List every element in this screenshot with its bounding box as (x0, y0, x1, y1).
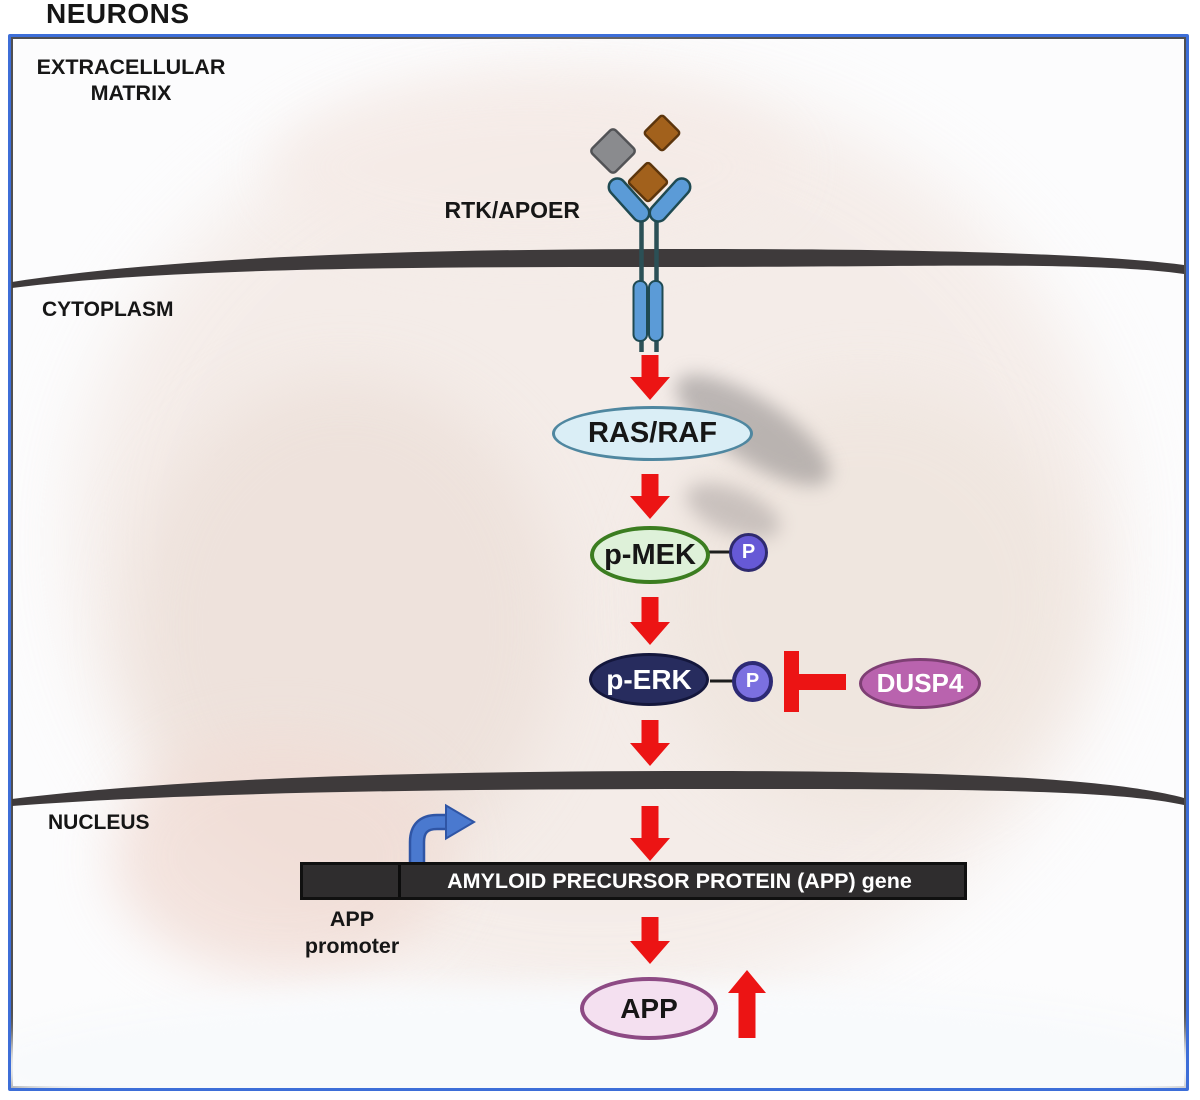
receptor-label: RTK/APOER (444, 197, 580, 223)
brain-watermark (131, 377, 561, 877)
app-promoter-label: APP promoter (286, 906, 418, 960)
nucleus-label: NUCLEUS (48, 811, 150, 834)
phosphate-badge-mek: P (729, 533, 768, 572)
brain-watermark (271, 77, 791, 257)
page-title: NEURONS (46, 0, 190, 29)
node-app: APP (580, 977, 718, 1040)
extracellular-line2: MATRIX (90, 81, 172, 106)
cytoplasm-label: CYTOPLASM (42, 298, 174, 321)
app-promoter-line1: APP (329, 907, 375, 931)
app-gene-bar: AMYLOID PRECURSOR PROTEIN (APP) gene (300, 862, 967, 900)
app-promoter-line2: promoter (304, 933, 400, 958)
node-p-mek: p-MEK (590, 526, 710, 584)
phosphate-badge-erk: P (732, 661, 773, 702)
extracellular-line1: EXTRACELLULAR (36, 55, 226, 79)
extracellular-matrix-label: EXTRACELLULAR MATRIX (26, 54, 236, 106)
node-ras-raf: RAS/RAF (552, 406, 753, 461)
promoter-gene-divider (398, 865, 401, 897)
node-p-erk: p-ERK (589, 653, 709, 706)
node-dusp4: DUSP4 (859, 658, 981, 709)
